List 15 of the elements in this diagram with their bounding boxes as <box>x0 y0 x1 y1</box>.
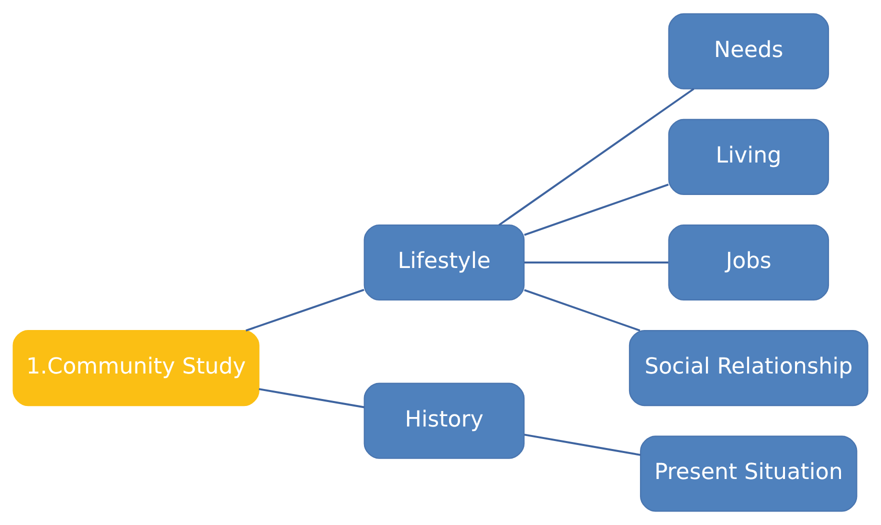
node-box: Needs <box>668 13 830 90</box>
node-box: Lifestyle <box>364 224 525 301</box>
connector <box>498 88 694 226</box>
node-box: Present Situation <box>640 436 858 512</box>
node-box: Living <box>668 118 830 195</box>
connector <box>258 388 364 408</box>
connector <box>524 434 641 456</box>
connector <box>246 288 364 332</box>
node-box: Social Relationship <box>628 330 868 406</box>
node-box: Jobs <box>668 224 830 301</box>
connector <box>524 184 669 236</box>
node-box: 1.Community Study <box>12 330 260 406</box>
node-box: History <box>364 382 525 459</box>
connector <box>524 262 668 264</box>
connector <box>524 289 640 332</box>
